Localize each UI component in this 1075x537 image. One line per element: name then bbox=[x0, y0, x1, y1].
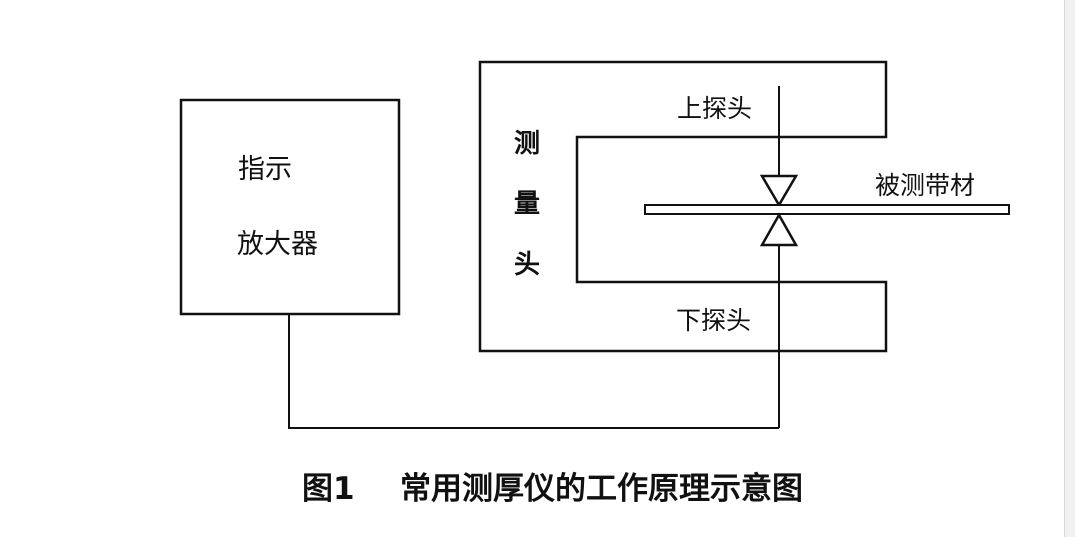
amplifier-label-line1: 指示 bbox=[238, 154, 292, 185]
measuring-head-char2: 量 bbox=[514, 189, 540, 219]
strip-under-test bbox=[644, 204, 1010, 215]
amplifier-box bbox=[179, 98, 401, 316]
amplifier-label-line2: 放大器 bbox=[237, 229, 318, 260]
measuring-head-char3: 头 bbox=[514, 250, 540, 280]
strip-label: 被测带材 bbox=[875, 171, 975, 200]
lower-probe-triangle bbox=[759, 212, 799, 247]
upper-probe-triangle bbox=[759, 174, 799, 208]
lower-probe-label: 下探头 bbox=[676, 306, 751, 335]
upper-probe-label: 上探头 bbox=[677, 94, 752, 123]
scrollbar[interactable] bbox=[1064, 0, 1075, 537]
figure-caption: 常用测厚仪的工作原理示意图 bbox=[400, 471, 803, 507]
measuring-head-char1: 测 bbox=[514, 129, 540, 159]
measuring-head-frame bbox=[478, 60, 888, 353]
figure-number: 图1 bbox=[302, 471, 355, 507]
signal-wire bbox=[288, 314, 779, 429]
